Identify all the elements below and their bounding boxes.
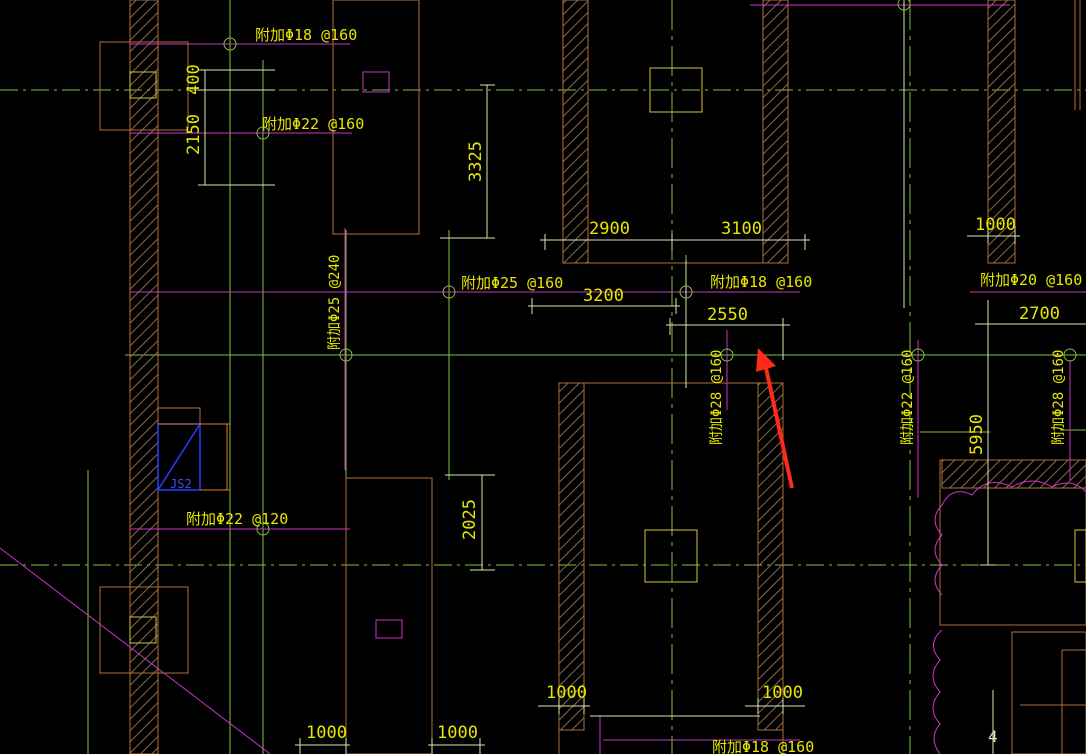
dimension-lines (198, 0, 1086, 754)
grid-number: 4 (988, 727, 998, 746)
hatched-walls (129, 0, 1086, 754)
dimension-3325: 3325 (466, 141, 486, 182)
block-tag: JS2 (170, 477, 192, 491)
rebar-label-r6: 附加Φ22 @120 (186, 510, 288, 528)
detail-block-js2[interactable]: JS2 (157, 407, 230, 491)
dimension-1000-bottom-left-2: 1000 (437, 723, 478, 743)
dimension-1000-top-right: 1000 (975, 215, 1016, 235)
dimension-2150: 2150 (184, 114, 204, 155)
dimension-3200: 3200 (583, 286, 624, 306)
rebar-label-r10: 附加Φ28 @160 (1051, 350, 1067, 445)
dimension-2025: 2025 (460, 499, 480, 540)
rebar-label-r8: 附加Φ28 @160 (709, 350, 725, 445)
rebar-lines (0, 4, 1086, 754)
rebar-label-r1: 附加Φ18 @160 (255, 26, 357, 44)
dimension-2550: 2550 (707, 305, 748, 325)
rebar-label-r2: 附加Φ22 @160 (262, 115, 364, 133)
rebar-label-r4: 附加Φ18 @160 (710, 273, 812, 291)
rebar-label-r11: 附加Φ18 @160 (712, 738, 814, 754)
dimension-1000-bottom-left-1: 1000 (306, 723, 347, 743)
dimension-400: 400 (184, 64, 204, 95)
dimension-1000-bottom-mid-1: 1000 (546, 683, 587, 703)
rebar-label-r7: 附加Φ25 @240 (327, 255, 343, 350)
dimension-1000-bottom-mid-2: 1000 (762, 683, 803, 703)
rebar-label-r3: 附加Φ25 @160 (461, 274, 563, 292)
dimension-5950: 5950 (967, 414, 987, 455)
landscape-shrub-outline (932, 480, 1086, 754)
annotation-arrow-icon (756, 348, 794, 489)
rebar-label-r5: 附加Φ20 @160 (980, 271, 1082, 289)
small-openings (362, 71, 403, 639)
column-squares (129, 67, 1086, 644)
rebar-label-r9: 附加Φ22 @160 (900, 350, 916, 445)
dimension-3100: 3100 (721, 219, 762, 239)
structure-outlines (99, 0, 1086, 754)
dimension-2900: 2900 (589, 219, 630, 239)
rebar-nodes (223, 0, 1077, 536)
dimension-2700: 2700 (1019, 304, 1060, 324)
